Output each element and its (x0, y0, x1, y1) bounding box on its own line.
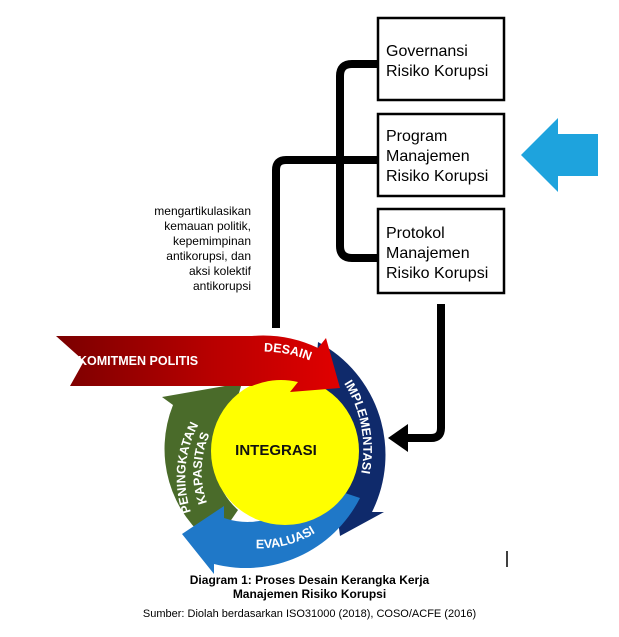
political-commitment-label: KOMITMEN POLITIS (78, 354, 198, 368)
design-arc (56, 335, 340, 392)
center-circle (211, 377, 359, 525)
svg-text:Program: Program (386, 128, 447, 145)
integration-cycle: KOMITMEN POLITIS DESAIN IMPLEMENTASI EVA… (56, 335, 386, 574)
annotation-line-4: antikorupsi, dan (166, 249, 251, 263)
program-line-2: Manajemen (386, 148, 470, 165)
svg-text:antikorupsi, dan: antikorupsi, dan (166, 249, 251, 263)
svg-text:Risiko Korupsi: Risiko Korupsi (386, 168, 488, 185)
svg-text:Risiko Korupsi: Risiko Korupsi (386, 265, 488, 282)
annotation-line-6: antikorupsi (193, 279, 251, 293)
program-box: Program Manajemen Risiko Korupsi (376, 112, 506, 198)
annotation-line-3: kepemimpinan (173, 234, 251, 248)
svg-text:Manajemen: Manajemen (386, 148, 470, 165)
implementation-arc (314, 342, 386, 536)
protocol-to-cycle-arrow (388, 304, 445, 452)
svg-text:aksi kolektif: aksi kolektif (189, 264, 252, 278)
highlight-pointer-arrow (521, 118, 598, 192)
svg-text:mengartikulasikan: mengartikulasikan (154, 204, 251, 218)
annotation-line-1: mengartikulasikan (154, 204, 251, 218)
svg-text:kemauan politik,: kemauan politik, (164, 219, 251, 233)
svg-text:antikorupsi: antikorupsi (193, 279, 251, 293)
protocol-box: Protokol Manajemen Risiko Korupsi (376, 207, 506, 295)
program-line-3: Risiko Korupsi (386, 168, 488, 185)
protocol-line-1: Protokol (386, 225, 445, 242)
program-line-1: Program (386, 128, 447, 145)
protocol-line-3: Risiko Korupsi (386, 265, 488, 282)
caption-title: Diagram 1: Proses Desain Kerangka Kerja … (0, 573, 619, 601)
governance-line-2: Risiko Korupsi (386, 63, 488, 80)
annotation-line-5: aksi kolektif (189, 264, 252, 278)
protocol-line-2: Manajemen (386, 245, 470, 262)
governance-box: Governansi Risiko Korupsi (376, 16, 506, 102)
svg-text:Governansi: Governansi (386, 43, 468, 60)
svg-text:Protokol: Protokol (386, 225, 445, 242)
connector-bracket (272, 60, 378, 328)
caption-source: Sumber: Diolah berdasarkan ISO31000 (201… (142, 608, 477, 620)
annotation: mengartikulasikan kemauan politik, kepem… (154, 204, 251, 293)
annotation-line-2: kemauan politik, (164, 219, 251, 233)
caption-title-line-1: Diagram 1: Proses Desain Kerangka Kerja (189, 573, 430, 587)
caption-title-line-2: Manajemen Risiko Korupsi (232, 587, 387, 601)
svg-text:Risiko Korupsi: Risiko Korupsi (386, 63, 488, 80)
integration-label: INTEGRASI (235, 442, 317, 459)
svg-text:Manajemen: Manajemen (386, 245, 470, 262)
governance-line-1: Governansi (386, 43, 468, 60)
svg-text:kepemimpinan: kepemimpinan (173, 234, 251, 248)
